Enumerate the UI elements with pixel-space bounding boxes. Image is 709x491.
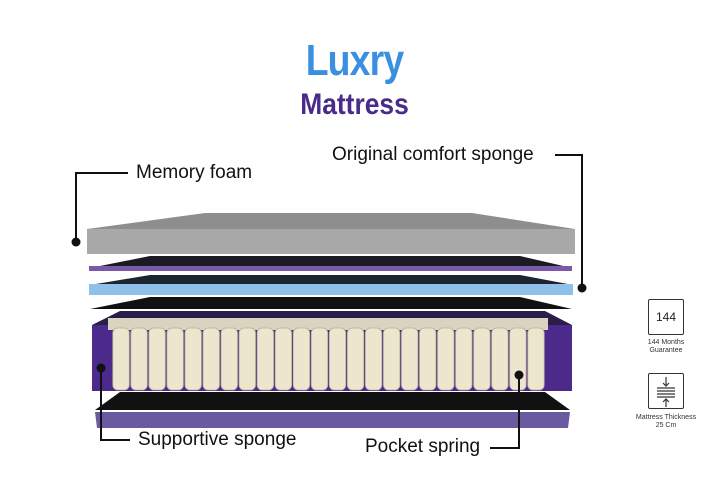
pocket-spring-coil	[491, 327, 509, 391]
pocket-spring-coil	[256, 327, 274, 391]
spring-frame	[92, 311, 572, 391]
pocket-spring-coil	[401, 327, 419, 391]
label-pocket-spring: Pocket spring	[365, 436, 481, 457]
memory-foam-layer	[87, 213, 575, 254]
thickness-badge	[648, 373, 684, 409]
pocket-spring-coil	[437, 327, 455, 391]
purple-sheet-layer	[89, 256, 572, 271]
pocket-spring-coil	[112, 327, 130, 391]
pocket-spring-coil	[202, 327, 220, 391]
guarantee-caption: 144 Months Guarantee	[626, 339, 706, 355]
pocket-spring-coil	[166, 327, 184, 391]
label-supportive-sponge: Supportive sponge	[138, 429, 297, 450]
pocket-spring-coil	[220, 327, 238, 391]
comfort-sponge-layer	[89, 275, 573, 295]
memory-foam-dot	[71, 237, 81, 247]
thickness-line1: Mattress Thickness	[635, 414, 697, 421]
guarantee-badge: 144	[648, 299, 684, 335]
guarantee-value: 144	[655, 310, 677, 324]
pocket-spring-coil	[130, 327, 148, 391]
pocket-spring-coil	[148, 327, 166, 391]
thickness-caption: Mattress Thickness 25 Cm	[626, 414, 706, 430]
pocket-spring-coil	[292, 327, 311, 391]
pocket-spring-coil	[310, 327, 329, 391]
pocket-spring-coil	[238, 327, 256, 391]
pocket-spring-coil	[274, 327, 293, 391]
pocket-spring-coil	[455, 327, 473, 391]
pocket-spring-dot	[514, 370, 524, 380]
pocket-spring-coil	[364, 327, 383, 391]
pocket-spring-coil	[527, 327, 545, 391]
pocket-spring-coil	[383, 327, 401, 391]
supportive-sponge-layer	[95, 392, 570, 428]
guarantee-line2: Guarantee	[649, 347, 683, 354]
thickness-line2: 25 Cm	[655, 422, 677, 429]
pocket-spring-coil	[419, 327, 437, 391]
title-luxry: Luxry	[305, 36, 404, 85]
label-original-comfort-sponge: Original comfort sponge	[332, 144, 534, 165]
black-sheet-layer	[90, 297, 572, 309]
label-memory-foam: Memory foam	[136, 162, 253, 183]
pocket-spring-coil	[328, 327, 347, 391]
pocket-spring-coil	[346, 327, 365, 391]
comfort-sponge-dot	[577, 283, 587, 293]
title-mattress: Mattress	[300, 88, 409, 121]
pocket-spring-coil	[184, 327, 202, 391]
pocket-spring-coil	[509, 327, 527, 391]
compress-arrows-icon	[657, 377, 675, 407]
guarantee-line1: 144 Months	[647, 339, 685, 346]
supportive-sponge-dot	[96, 363, 106, 373]
callout-lines	[75, 154, 583, 449]
pocket-spring-coil	[473, 327, 491, 391]
